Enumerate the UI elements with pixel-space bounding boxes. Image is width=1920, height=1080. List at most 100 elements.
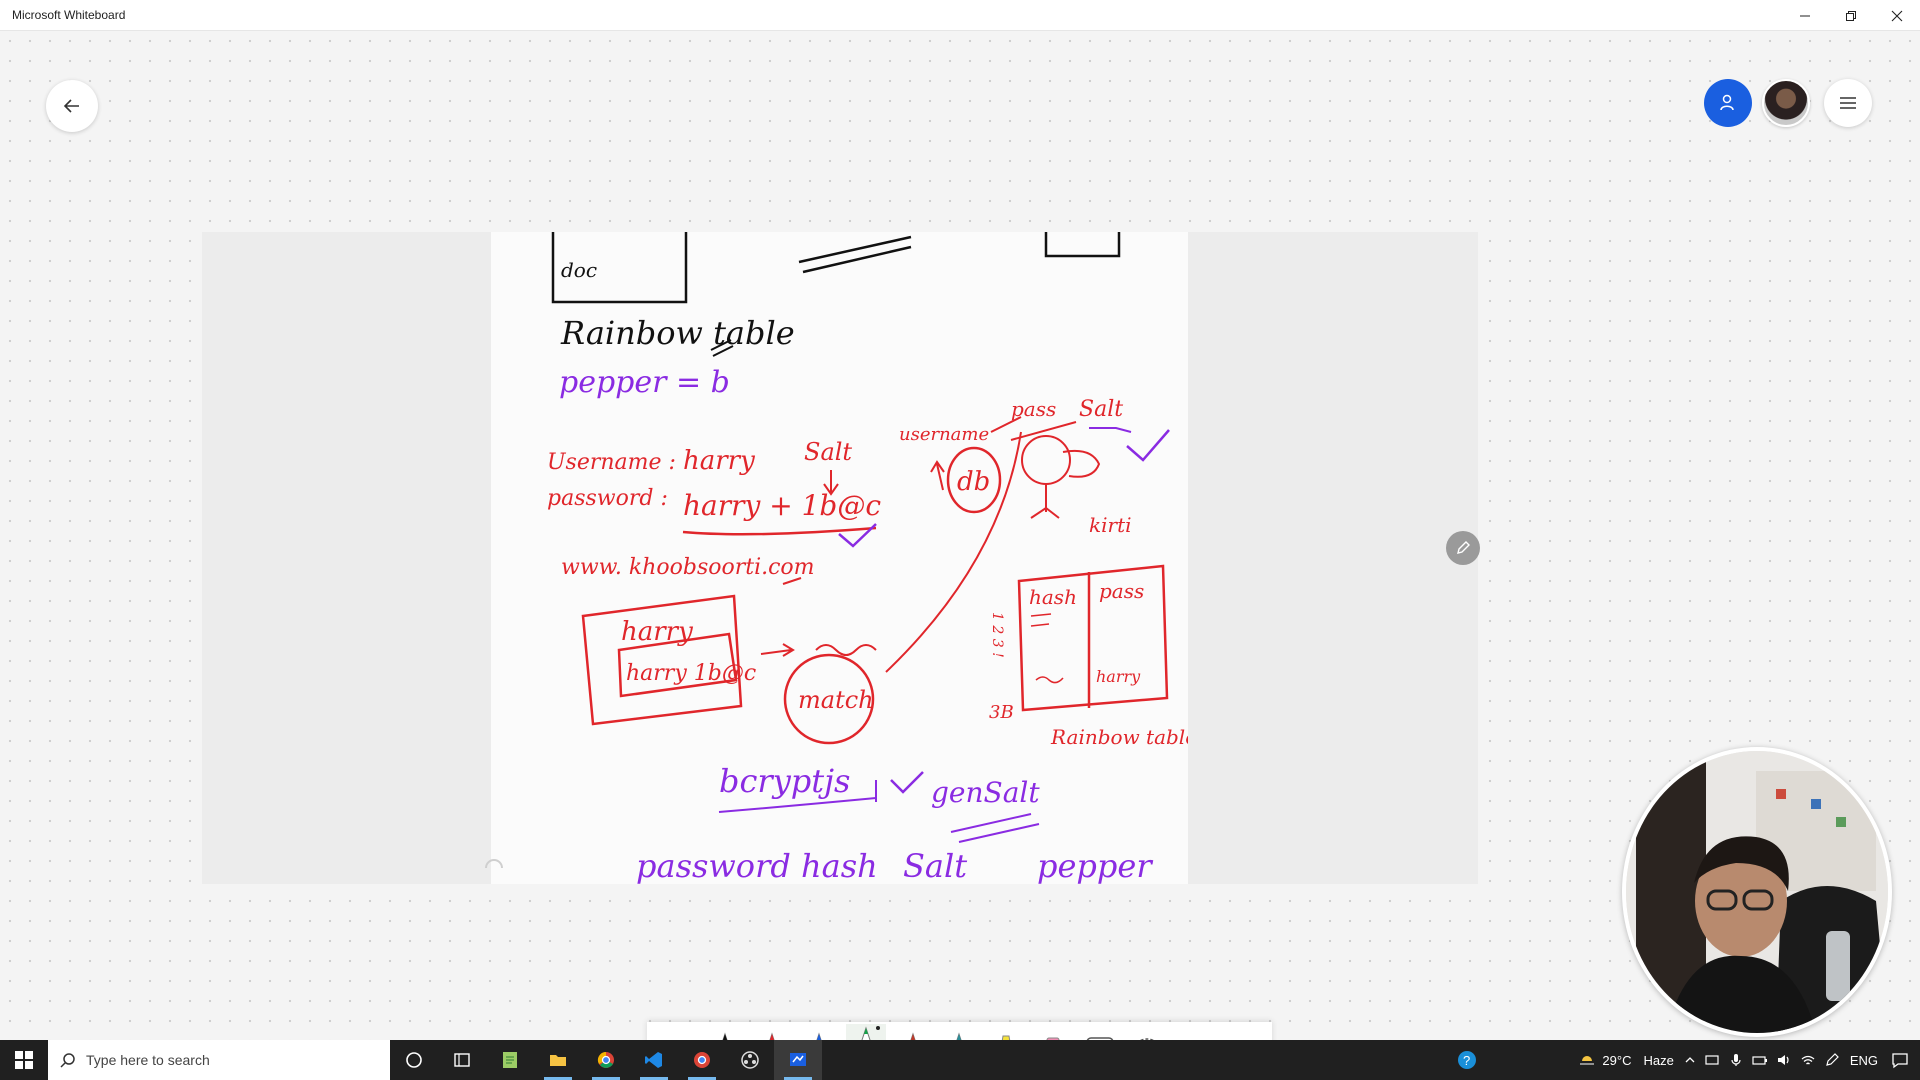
rainbow-table-box (1017, 564, 1169, 712)
rainbow-head-pass: pass (1099, 579, 1144, 603)
rotate-handle-icon[interactable] (482, 852, 506, 876)
bcryptjs-check (890, 771, 924, 794)
restore-button[interactable] (1828, 0, 1874, 31)
db-circle (946, 446, 1002, 514)
settings-menu-button[interactable] (1824, 79, 1872, 127)
whiteboard-canvas[interactable]: doc Rainbow table pepper = b Username : … (0, 31, 1920, 1072)
search-placeholder: Type here to search (86, 1052, 210, 1068)
invite-button[interactable] (1704, 79, 1752, 127)
weather-temperature: 29°C (1602, 1052, 1632, 1068)
minimize-icon (1800, 15, 1810, 16)
website-underline (782, 577, 802, 585)
search-icon (60, 1053, 75, 1068)
password-label: password : (547, 486, 668, 511)
battery-icon[interactable] (1752, 1052, 1768, 1068)
rainbow-row-numbers: 1 2 3 ! (989, 612, 1005, 658)
rainbow-head-hash: hash (1029, 585, 1077, 609)
language-indicator[interactable]: ENG (1849, 1052, 1878, 1068)
rainbow-row-scribbles (1030, 613, 1052, 627)
taskbar-chrome-profile[interactable] (678, 1040, 726, 1080)
taskbar-file-explorer[interactable] (534, 1040, 582, 1080)
handwritten-notes: doc Rainbow table pepper = b Username : … (547, 232, 1188, 884)
heading-underline (710, 339, 734, 357)
pasted-image[interactable]: doc Rainbow table pepper = b Username : … (202, 232, 1478, 884)
taskbar-whiteboard[interactable] (774, 1040, 822, 1080)
doc-label: doc (561, 258, 597, 282)
diagram-username: username (899, 424, 989, 445)
bcryptjs-underline (718, 780, 877, 813)
box-harry: harry (621, 617, 693, 647)
mic-icon[interactable] (1728, 1052, 1744, 1068)
password-hash-text: password hash (636, 847, 878, 884)
network-icon[interactable] (1704, 1052, 1720, 1068)
svg-text:?: ? (1463, 1053, 1470, 1068)
bcryptjs-text: bcryptjs (719, 762, 850, 800)
arrow-left-icon (63, 99, 79, 113)
whiteboard-app-icon (790, 1053, 806, 1066)
rainbow-count: 3B (989, 702, 1014, 723)
bottom-pepper-text: pepper (1037, 847, 1153, 884)
close-button[interactable] (1874, 0, 1920, 31)
pen-workspace-icon[interactable] (1824, 1052, 1840, 1068)
taskbar-vscode[interactable] (630, 1040, 678, 1080)
hamburger-menu-icon (1840, 97, 1856, 109)
kirti-head (1021, 435, 1071, 485)
weather-icon (1580, 1056, 1595, 1065)
help-icon[interactable]: ? (1456, 1049, 1478, 1071)
pepper-line: pepper = b (559, 365, 730, 400)
match-label: match (798, 686, 874, 714)
diagram-pass: pass (1011, 397, 1056, 421)
task-view-button[interactable] (438, 1040, 486, 1080)
taskbar-chrome[interactable] (582, 1040, 630, 1080)
webcam-overlay (1622, 747, 1892, 1037)
edit-image-button[interactable] (1446, 531, 1480, 565)
gensalt-underline (950, 813, 1040, 843)
vscode-icon (645, 1052, 662, 1068)
taskbar-notepad[interactable] (486, 1040, 534, 1080)
notes-page: doc Rainbow table pepper = b Username : … (491, 232, 1188, 884)
password-check (838, 523, 877, 548)
system-tray: ? 29°C Haze ENG (1456, 1040, 1920, 1080)
doc-box (551, 232, 688, 304)
kirti-to-match-arrow (885, 431, 1022, 673)
start-button[interactable] (0, 1040, 48, 1080)
top-strokes (798, 235, 912, 274)
taskbar-search-box[interactable]: Type here to search (48, 1040, 390, 1080)
notification-icon[interactable] (1890, 1050, 1910, 1070)
salt-underline (1089, 427, 1132, 433)
password-underline (682, 526, 877, 536)
wifi-icon[interactable] (1800, 1052, 1816, 1068)
window-controls (1782, 0, 1920, 31)
salt-arrow (823, 470, 839, 496)
bottom-salt-text: Salt (903, 847, 967, 884)
pencil-icon (1457, 541, 1470, 554)
salt-label: Salt (804, 438, 852, 466)
db-arrows (990, 416, 1077, 441)
diagram-salt: Salt (1079, 397, 1123, 422)
selected-dot (875, 1026, 880, 1030)
volume-icon[interactable] (1776, 1052, 1792, 1068)
match-circle (783, 653, 875, 745)
kirti-body (1030, 484, 1060, 519)
hash-squiggle (815, 644, 877, 656)
windows-logo-icon (15, 1051, 33, 1069)
title-bar: Microsoft Whiteboard (0, 0, 1920, 31)
password-value: harry + 1b@c (683, 489, 881, 522)
rainbow-last-hash (1035, 676, 1064, 684)
chevron-up-icon[interactable] (1684, 1054, 1696, 1066)
user-avatar[interactable] (1762, 79, 1810, 127)
webcam-person-image (1626, 751, 1888, 1033)
gensalt-text: genSalt (931, 776, 1040, 809)
minimize-button[interactable] (1782, 0, 1828, 31)
kirti-hair (1062, 449, 1101, 478)
website-text: www. khoobsoorti.com (561, 555, 815, 580)
chrome-profile-icon (694, 1052, 710, 1068)
taskbar-obs[interactable] (726, 1040, 774, 1080)
windows-taskbar: Type here to search ? 29°C Haze ENG (0, 1040, 1920, 1080)
box-arrow (760, 643, 795, 657)
cortana-icon (406, 1052, 422, 1068)
window-title: Microsoft Whiteboard (12, 8, 126, 22)
back-button[interactable] (46, 80, 98, 132)
cortana-button[interactable] (390, 1040, 438, 1080)
obs-icon (741, 1051, 759, 1069)
